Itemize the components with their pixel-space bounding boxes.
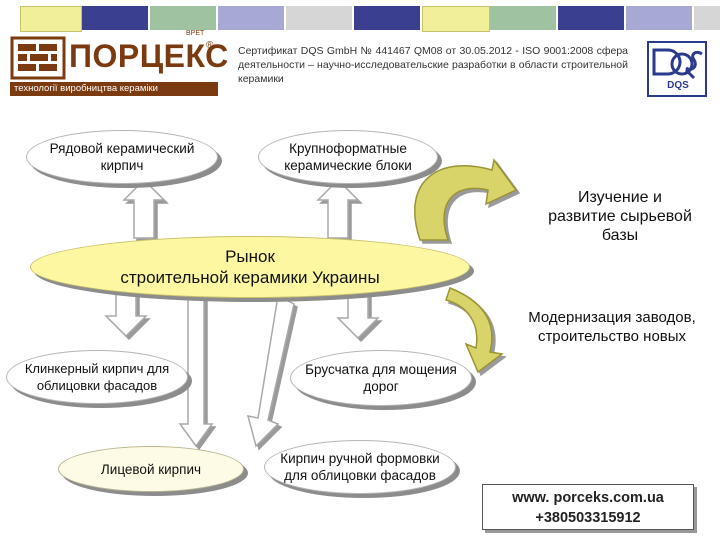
node-large-blocks: Крупноформатные керамические блоки — [258, 130, 438, 184]
node-handmade-brick: Кирпич ручной формовки для облицовки фаса… — [264, 440, 456, 494]
bar-segment — [20, 6, 82, 32]
dqs-logo: DQS — [646, 40, 710, 100]
block-arrow-icon — [316, 178, 360, 239]
bar-segment — [694, 6, 720, 30]
node-label-line: Модернизация заводов, — [528, 309, 696, 326]
block-arrow-icon — [122, 178, 166, 239]
node-label-line: Крупноформатные — [289, 141, 407, 156]
market-title-line: строительной керамики Украины — [120, 268, 380, 287]
market-title-line: Рынок — [225, 247, 275, 266]
brick-logo-icon — [10, 36, 218, 96]
curved-arrow-icon — [414, 158, 518, 241]
node-label-line: Изучение и — [578, 189, 662, 206]
bar-segment — [558, 6, 624, 30]
bar-segment — [626, 6, 692, 30]
node-facing-brick: Лицевой кирпич — [58, 446, 244, 492]
brand-mark-small: ВРЕТ — [186, 30, 205, 37]
node-label-line: дорог — [363, 379, 399, 394]
node-label-line: кирпич — [100, 158, 144, 173]
curved-arrow-icon — [445, 287, 504, 374]
block-arrow-icon — [104, 291, 148, 338]
bar-segment — [150, 6, 216, 30]
bar-segment — [82, 6, 148, 30]
bar-segment — [422, 6, 490, 32]
dqs-logo-icon — [647, 41, 707, 97]
node-row-brick: Рядовой керамический кирпич — [26, 130, 218, 184]
block-arrow-icon — [336, 291, 380, 340]
block-arrow-icon — [178, 289, 214, 448]
brand-tagline: технології виробництва кераміки — [14, 83, 158, 94]
bar-segment — [218, 6, 284, 30]
bar-segment — [490, 6, 556, 30]
node-paving: Брусчатка для мощения дорог — [290, 350, 472, 406]
dqs-logo-text: DQS — [667, 80, 689, 91]
node-label-line: Брусчатка для мощения — [305, 362, 457, 377]
node-label-line: облицовки фасадов — [36, 378, 158, 393]
node-label-line: строительство новых — [537, 328, 687, 345]
node-label-line: Рядовой керамический — [49, 141, 195, 156]
certificate-text: Сертификат DQS GmbH № 441467 QM08 от 30.… — [238, 45, 628, 85]
node-clinker: Клинкерный кирпич для облицовки фасадов — [6, 350, 188, 404]
node-label-line: керамические блоки — [284, 158, 412, 173]
node-research: Изучение и развитие сырьевой базы — [520, 188, 720, 245]
node-label-line: для облицовки фасадов — [284, 468, 436, 483]
bar-segment — [354, 6, 420, 30]
top-color-bar — [0, 0, 720, 38]
node-label-line: Лицевой кирпич — [100, 461, 202, 477]
node-label-line: базы — [601, 227, 639, 244]
website-link[interactable]: www. porceks.com.ua — [512, 490, 664, 506]
node-market-center: Рынок строительной керамики Украины — [30, 236, 470, 298]
brand-name: ПОРЦЕКС — [69, 38, 229, 74]
contact-box: www. porceks.com.ua +380503315912 — [482, 484, 694, 530]
node-modernization: Модернизация заводов, строительство новы… — [506, 308, 718, 346]
bar-segment — [286, 6, 352, 30]
phone-number: +380503315912 — [535, 510, 641, 526]
block-arrow-icon — [246, 294, 295, 448]
node-label-line: развитие сырьевой — [548, 208, 692, 225]
node-label-line: Клинкерный кирпич для — [24, 361, 170, 376]
company-logo: ПОРЦЕКС ВРЕТ ® технології виробництва ке… — [10, 30, 228, 96]
registered-mark: ® — [206, 40, 214, 51]
node-label-line: Кирпич ручной формовки — [280, 451, 440, 466]
